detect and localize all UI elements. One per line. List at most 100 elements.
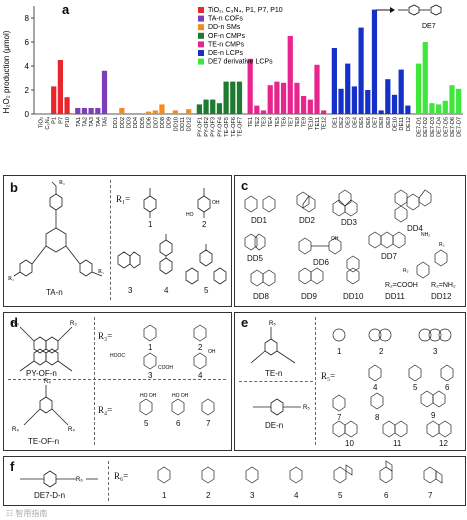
bar-DE9 xyxy=(385,79,391,114)
bar-TE-OF6 xyxy=(230,81,236,114)
r1-number-3: 3 xyxy=(128,286,133,295)
bar-TE8 xyxy=(294,82,300,114)
bar-P10 xyxy=(64,97,70,114)
legend-label: DE7 derivative LCPs xyxy=(208,59,273,66)
bar-DE7-D5 xyxy=(442,100,448,114)
bar-TA1 xyxy=(75,108,81,114)
y-tick-label: 0 xyxy=(25,110,30,119)
legend-label: TA-n COFs xyxy=(208,16,243,23)
x-tick-label: DD5 xyxy=(140,117,146,128)
x-tick-label: DE7-D6 xyxy=(450,117,456,137)
bar-TA4 xyxy=(95,108,101,114)
svg-text:OH: OH xyxy=(208,349,216,355)
dd-name-12: DD12 xyxy=(431,292,452,301)
bar-PY-OF1 xyxy=(196,104,202,114)
x-tick-label: TiO₂ xyxy=(38,117,44,128)
r1-number-5: 5 xyxy=(204,286,209,295)
x-tick-label: C₃N₄ xyxy=(45,116,51,129)
r6-number-7: 7 xyxy=(428,491,433,500)
bar-TA2 xyxy=(81,108,88,114)
r5-number-9: 9 xyxy=(431,411,436,420)
x-tick-label: DE7-D4 xyxy=(437,117,443,137)
bar-DE2 xyxy=(338,88,344,114)
svg-text:R₁: R₁ xyxy=(59,180,65,186)
bar-DE7-D2 xyxy=(422,42,428,114)
x-tick-label: DD8 xyxy=(160,117,166,128)
x-tick-label: TA5 xyxy=(102,117,108,127)
x-tick-label: PY-OF3 xyxy=(211,117,217,137)
x-tick-label: DE8 xyxy=(379,117,385,128)
r5-number-8: 8 xyxy=(375,413,380,422)
ta-n-title: TA-n xyxy=(46,288,63,297)
r6-label: R₆= xyxy=(114,471,129,481)
x-tick-label: DE9 xyxy=(386,117,392,128)
svg-text:R₁: R₁ xyxy=(98,269,104,275)
r6-number-6: 6 xyxy=(384,491,389,500)
bar-TA5 xyxy=(101,70,108,114)
dd-name-2: DD2 xyxy=(299,216,316,225)
de7-d-n-title: DE7-D-n xyxy=(34,491,66,500)
bar-TE9 xyxy=(301,96,307,114)
svg-text:R₆: R₆ xyxy=(76,477,83,483)
svg-text:R₄: R₄ xyxy=(12,427,19,433)
dd-name-8: DD8 xyxy=(253,292,270,301)
legend-label: TE-n CMPs xyxy=(208,41,245,48)
dd-name-7: DD7 xyxy=(381,252,398,261)
x-tick-label: DE7-D7 xyxy=(457,117,463,137)
x-tick-label: DE1 xyxy=(332,117,338,128)
y-axis-label: H₂O₂ production (μmol) xyxy=(2,30,11,113)
bars xyxy=(51,9,462,115)
bar-TE10 xyxy=(307,99,313,114)
bar-DD2 xyxy=(119,108,125,114)
svg-text:R₁: R₁ xyxy=(8,276,14,282)
svg-text:OH: OH xyxy=(331,236,339,242)
r1-label: R₁= xyxy=(116,194,131,204)
bar-TA3 xyxy=(88,108,94,114)
r1-number-4: 4 xyxy=(164,286,169,295)
svg-text:R₃: R₃ xyxy=(70,321,77,327)
bar-PY-OF2 xyxy=(203,99,209,114)
x-tick-label: DD1 xyxy=(113,117,119,128)
x-tick-label: TA1 xyxy=(76,117,82,127)
r5-number-12: 12 xyxy=(439,439,448,448)
bar-PY-OF4 xyxy=(216,103,223,114)
bar-DE11 xyxy=(398,69,404,114)
bar-TE4 xyxy=(267,85,273,114)
bar-TE7 xyxy=(287,36,293,114)
r4-number-7: 7 xyxy=(206,419,211,428)
dd-name-4: DD4 xyxy=(407,224,424,233)
panel-label-f: f xyxy=(10,459,15,474)
y-tick-label: 2 xyxy=(25,86,30,95)
svg-text:R₄: R₄ xyxy=(68,427,75,433)
bar-DE12 xyxy=(405,105,411,114)
x-tick-label: DE7 xyxy=(372,117,378,128)
x-tick-label: TA4 xyxy=(96,117,102,127)
x-tick-label: DE6 xyxy=(366,117,372,128)
divider xyxy=(110,180,111,300)
x-tick-label: DD7 xyxy=(153,117,159,128)
r5-number-10: 10 xyxy=(345,439,354,448)
r5-number-1: 1 xyxy=(337,347,342,356)
r4-number-6: 6 xyxy=(176,419,181,428)
x-tick-label: TE11 xyxy=(315,117,321,130)
de7-d-core-structure: R₆ xyxy=(20,470,98,488)
x-tick-label: P10 xyxy=(65,117,71,127)
panel-label-a: a xyxy=(62,2,70,17)
legend-swatch xyxy=(198,32,204,39)
r5-number-5: 5 xyxy=(413,383,418,392)
x-tick-label: DE12 xyxy=(406,117,412,131)
r3-number-3: 3 xyxy=(148,371,153,380)
dd-name-6: DD6 xyxy=(313,258,330,267)
divider-v xyxy=(94,317,95,445)
bar-TE1 xyxy=(247,58,253,114)
svg-text:R₄: R₄ xyxy=(44,379,51,385)
dd-name-1: DD1 xyxy=(251,216,268,225)
panel-label-b: b xyxy=(10,180,18,195)
r3-number-2: 2 xyxy=(198,343,203,352)
bar-TE6 xyxy=(280,82,287,114)
panel-f: f R₆ DE7-D-n R₆= 1 2 3 4 5 6 7 xyxy=(3,456,466,506)
